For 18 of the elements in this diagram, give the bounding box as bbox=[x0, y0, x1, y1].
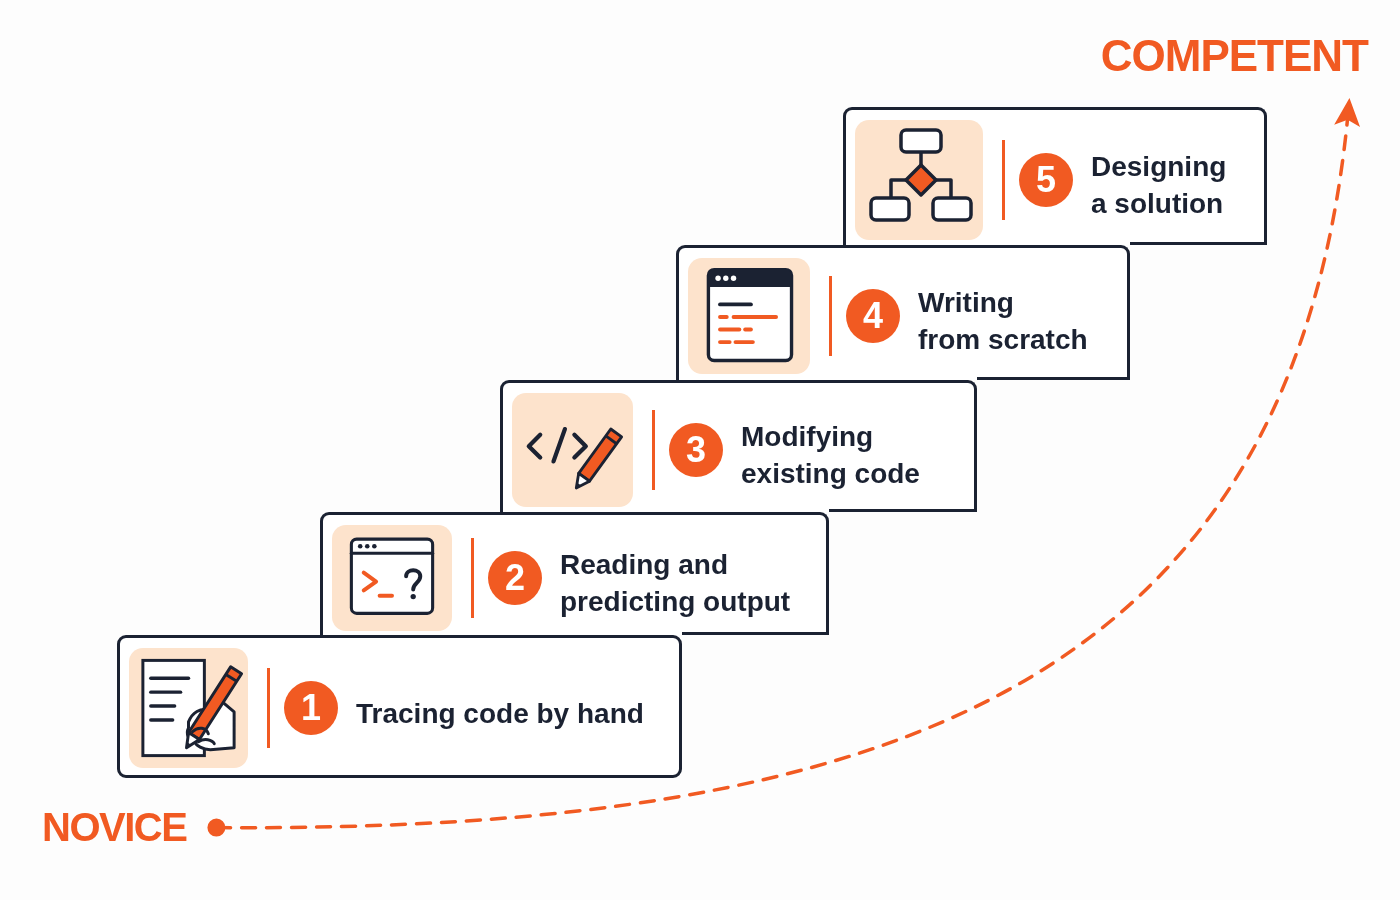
step-number: 4 bbox=[846, 289, 900, 343]
dashed-arrow bbox=[207, 97, 1359, 837]
step-label: Designing a solution bbox=[1091, 150, 1227, 221]
step-number: 5 bbox=[1019, 153, 1073, 207]
step-card bbox=[843, 107, 1267, 245]
step-number: 2 bbox=[488, 551, 542, 605]
step-number: 3 bbox=[669, 423, 723, 477]
step-card bbox=[320, 512, 829, 635]
step-card bbox=[676, 245, 1130, 380]
step-label: Modifying existing code bbox=[741, 420, 920, 491]
step-card bbox=[500, 380, 977, 512]
level-label: NOVICE bbox=[42, 804, 187, 852]
level-label: COMPETENT bbox=[1100, 30, 1368, 82]
step-number: 1 bbox=[284, 681, 338, 735]
step-card bbox=[117, 635, 682, 778]
step-label: Tracing code by hand bbox=[356, 696, 644, 731]
step-label: Writing from scratch bbox=[918, 286, 1088, 357]
step-label: Reading and predicting output bbox=[560, 548, 791, 619]
